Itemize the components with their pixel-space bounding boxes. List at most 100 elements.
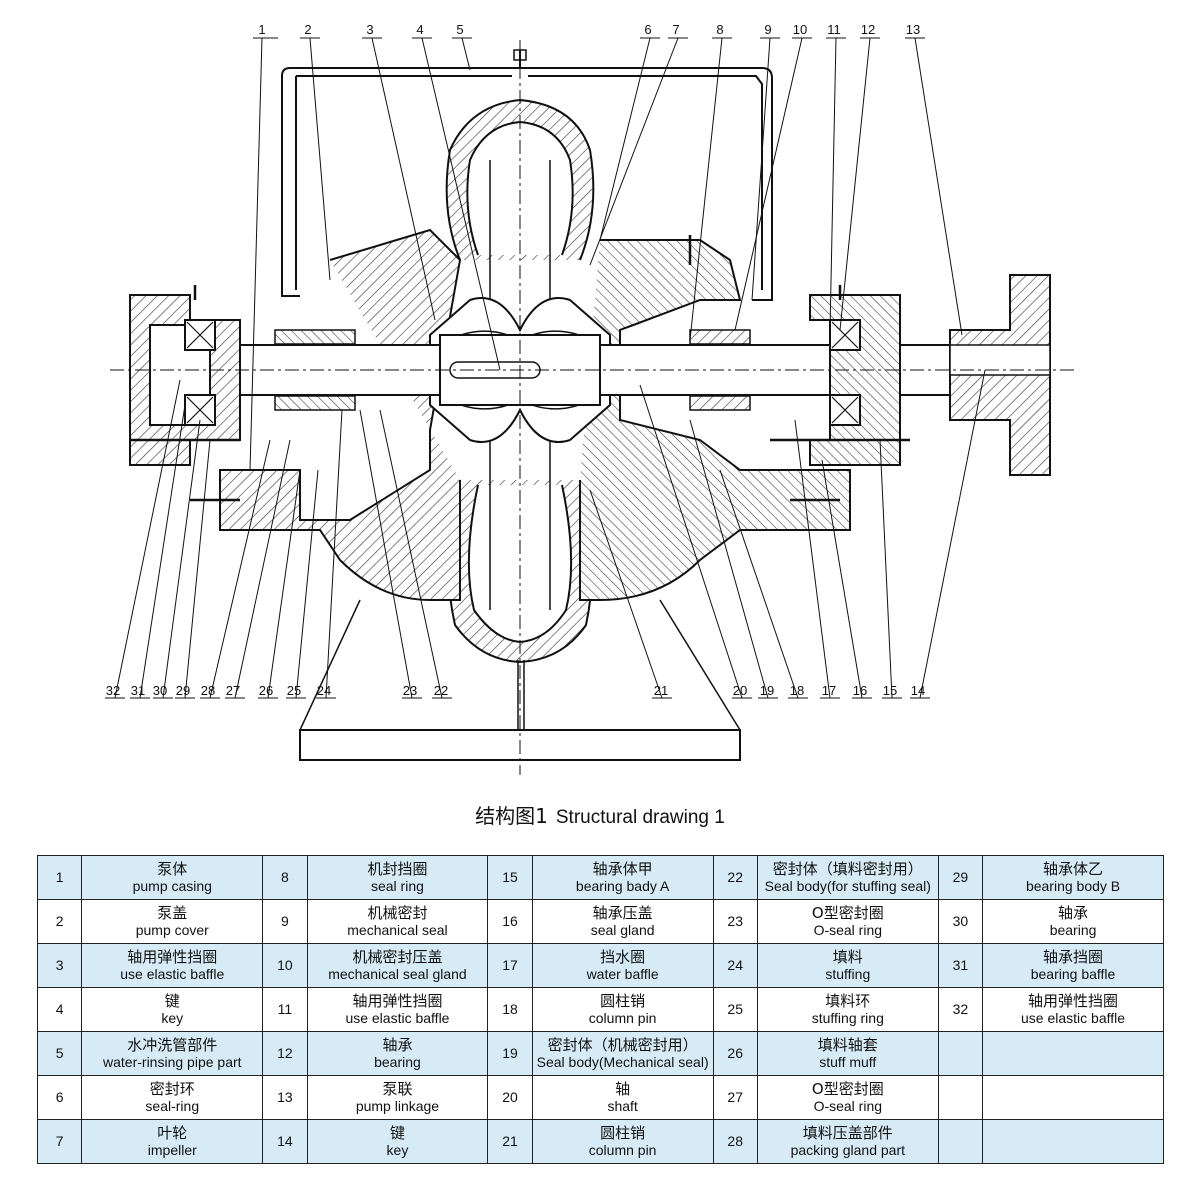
part-number: 30 bbox=[937, 899, 984, 944]
callout-17: 17 bbox=[822, 683, 836, 698]
part-name-zh: 键 bbox=[389, 1123, 405, 1142]
part-name-en: pump linkage bbox=[355, 1097, 440, 1114]
part-name-zh: 轴承体乙 bbox=[1043, 859, 1104, 878]
part-number: 18 bbox=[487, 987, 533, 1032]
part-number: 28 bbox=[712, 1119, 758, 1164]
right-casing bbox=[579, 239, 851, 601]
part-number: 22 bbox=[712, 855, 758, 900]
part-name-zh: 挡水圈 bbox=[600, 947, 646, 966]
callout-6: 6 bbox=[644, 22, 651, 37]
part-name-zh: 机封挡圈 bbox=[367, 859, 428, 878]
part-name-en: use elastic baffle bbox=[1021, 1009, 1126, 1026]
callout-15: 15 bbox=[883, 683, 897, 698]
callout-5: 5 bbox=[456, 22, 463, 37]
part-name-zh: 泵联 bbox=[382, 1079, 413, 1098]
part-name-en: Seal body(Mechanical seal) bbox=[536, 1053, 709, 1070]
part-description: 密封体（机械密封用）Seal body(Mechanical seal) bbox=[531, 1031, 714, 1076]
part-description bbox=[982, 1075, 1164, 1120]
part-name-en: use elastic baffle bbox=[345, 1009, 450, 1026]
part-name-en: bearing bbox=[1049, 921, 1097, 938]
part-description bbox=[982, 1031, 1164, 1076]
part-name-en: stuffing bbox=[825, 965, 871, 982]
part-name-en: pump cover bbox=[135, 921, 209, 938]
part-name-en: key bbox=[386, 1141, 409, 1158]
callout-2: 2 bbox=[304, 22, 311, 37]
part-name-zh: 轴承挡圈 bbox=[1043, 947, 1104, 966]
part-name-zh: 水冲洗管部件 bbox=[127, 1035, 218, 1054]
part-name-zh: 机械密封压盖 bbox=[352, 947, 443, 966]
part-name-zh: 密封体（填料密封用） bbox=[772, 859, 923, 878]
part-name-zh: 泵盖 bbox=[157, 903, 188, 922]
part-name-en: O-seal ring bbox=[813, 1097, 883, 1114]
part-name-en: bearing body B bbox=[1025, 877, 1121, 894]
part-number: 19 bbox=[487, 1031, 533, 1076]
part-name-zh: 轴承 bbox=[1058, 903, 1089, 922]
callout-29: 29 bbox=[176, 683, 190, 698]
part-name-zh: 填料环 bbox=[825, 991, 871, 1010]
callout-23: 23 bbox=[403, 683, 417, 698]
part-number: 15 bbox=[487, 855, 533, 900]
part-number: 1 bbox=[36, 855, 83, 900]
part-number: 29 bbox=[937, 855, 984, 900]
callout-7: 7 bbox=[672, 22, 679, 37]
part-name-zh: 泵体 bbox=[157, 859, 188, 878]
callout-28: 28 bbox=[201, 683, 215, 698]
part-name-en: water baffle bbox=[586, 965, 659, 982]
part-name-en: packing gland part bbox=[790, 1141, 905, 1158]
part-number: 6 bbox=[36, 1075, 83, 1120]
mechanical-seal bbox=[689, 329, 751, 345]
stuffing bbox=[274, 329, 356, 345]
part-name-zh: 填料压盖部件 bbox=[802, 1123, 893, 1142]
part-description: 密封体（填料密封用）Seal body(for stuffing seal) bbox=[756, 855, 939, 900]
part-name-zh: 轴承 bbox=[382, 1035, 413, 1054]
callout-20: 20 bbox=[733, 683, 747, 698]
part-name-zh: 轴承体甲 bbox=[592, 859, 653, 878]
part-name-zh: 圆柱销 bbox=[600, 991, 646, 1010]
callout-27: 27 bbox=[226, 683, 240, 698]
part-number: 7 bbox=[36, 1119, 83, 1164]
part-number: 14 bbox=[262, 1119, 308, 1164]
callout-24: 24 bbox=[317, 683, 331, 698]
part-name-en: seal-ring bbox=[145, 1097, 200, 1114]
callout-31: 31 bbox=[131, 683, 145, 698]
part-number: 24 bbox=[712, 943, 758, 988]
part-name-zh: 键 bbox=[164, 991, 180, 1010]
part-number: 32 bbox=[937, 987, 984, 1032]
callout-22: 22 bbox=[434, 683, 448, 698]
part-number: 17 bbox=[487, 943, 533, 988]
part-number: 13 bbox=[262, 1075, 308, 1120]
part-number: 23 bbox=[712, 899, 758, 944]
part-name-en: bearing bady A bbox=[575, 877, 670, 894]
part-name-en: water-rinsing pipe part bbox=[103, 1053, 242, 1070]
part-number: 9 bbox=[262, 899, 308, 944]
part-number: 8 bbox=[262, 855, 308, 900]
part-name-en: key bbox=[161, 1009, 184, 1026]
caption-zh: 结构图1 bbox=[475, 804, 548, 828]
callout-16: 16 bbox=[853, 683, 867, 698]
part-number: 21 bbox=[487, 1119, 533, 1164]
part-name-en: Seal body(for stuffing seal) bbox=[764, 877, 931, 894]
part-name-zh: 轴用弹性挡圈 bbox=[1028, 991, 1119, 1010]
part-name-zh: 填料 bbox=[832, 947, 863, 966]
part-name-en: O-seal ring bbox=[813, 921, 883, 938]
left-casing bbox=[219, 228, 462, 601]
